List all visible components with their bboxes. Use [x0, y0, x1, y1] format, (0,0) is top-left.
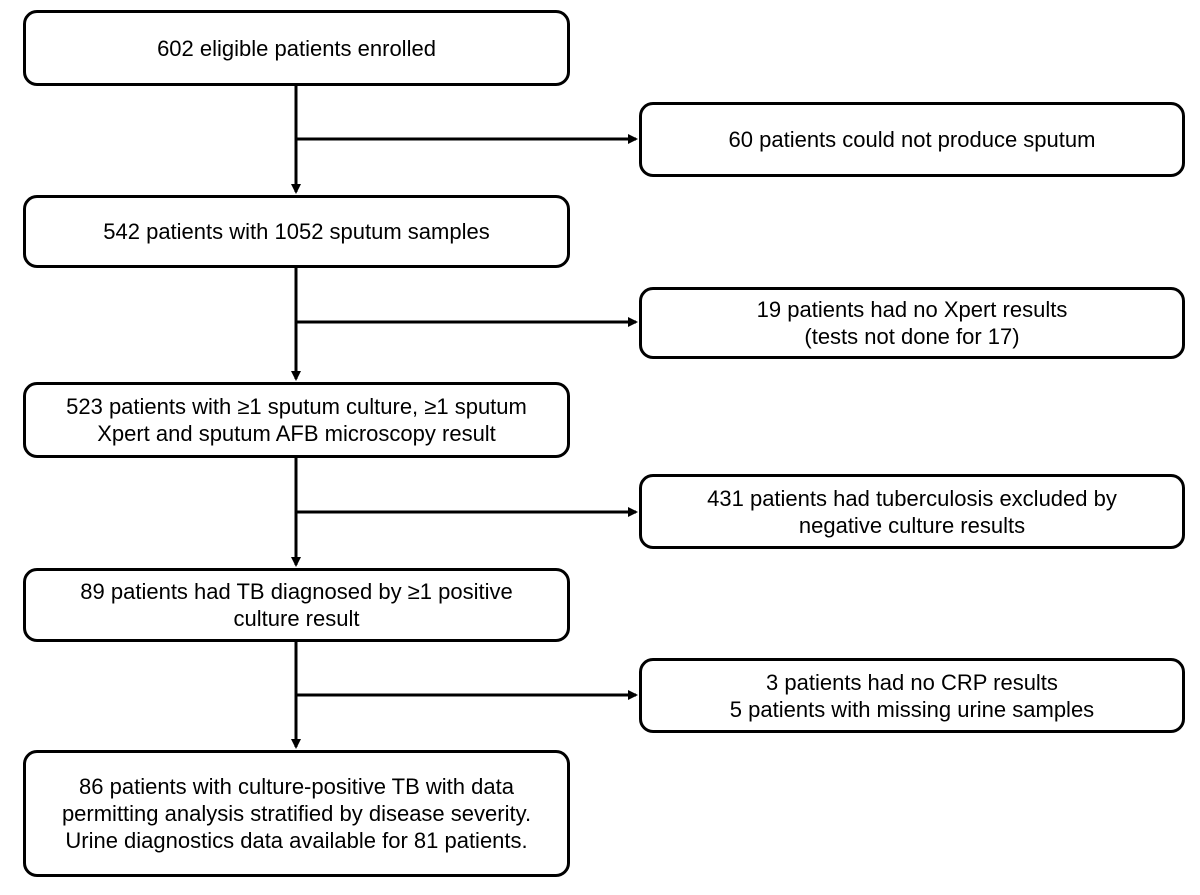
exclusion-text: 5 patients with missing urine samples: [729, 696, 1095, 722]
exclusion-text: negative culture results: [798, 512, 1026, 538]
step-box-tb-diagnosed: 89 patients had TB diagnosed by ≥1 posit…: [23, 568, 570, 642]
step-text: Xpert and sputum AFB microscopy result: [97, 421, 496, 446]
exclusion-text: 19 patients had no Xpert results: [756, 297, 1068, 322]
exclusion-text: 431 patients had tuberculosis excluded b…: [707, 485, 1117, 511]
exclusion-text: 60 patients could not produce sputum: [728, 127, 1096, 152]
step-text: permitting analysis stratified by diseas…: [61, 801, 532, 826]
step-box-enrolled: 602 eligible patients enrolled: [23, 10, 570, 86]
exclusion-text: 3 patients had no CRP results: [766, 669, 1058, 695]
step-text: 89 patients had TB diagnosed by ≥1 posit…: [80, 579, 513, 604]
exclusion-box-no-xpert: 19 patients had no Xpert results (tests …: [639, 287, 1185, 359]
step-text: 523 patients with ≥1 sputum culture, ≥1 …: [66, 394, 527, 419]
step-text: 86 patients with culture-positive TB wit…: [79, 774, 514, 799]
exclusion-text: (tests not done for 17): [804, 324, 1020, 349]
step-text: culture result: [233, 606, 360, 631]
exclusion-box-culture-negative: 431 patients had tuberculosis excluded b…: [639, 474, 1185, 549]
step-box-test-results: 523 patients with ≥1 sputum culture, ≥1 …: [23, 382, 570, 458]
step-text: 542 patients with 1052 sputum samples: [103, 219, 490, 244]
step-text: Urine diagnostics data available for 81 …: [65, 828, 528, 853]
step-box-sputum-samples: 542 patients with 1052 sputum samples: [23, 195, 570, 268]
exclusion-box-missing-data: 3 patients had no CRP results 5 patients…: [639, 658, 1185, 733]
step-box-final-analysis: 86 patients with culture-positive TB wit…: [23, 750, 570, 877]
step-text: 602 eligible patients enrolled: [157, 35, 436, 61]
exclusion-box-no-sputum: 60 patients could not produce sputum: [639, 102, 1185, 177]
